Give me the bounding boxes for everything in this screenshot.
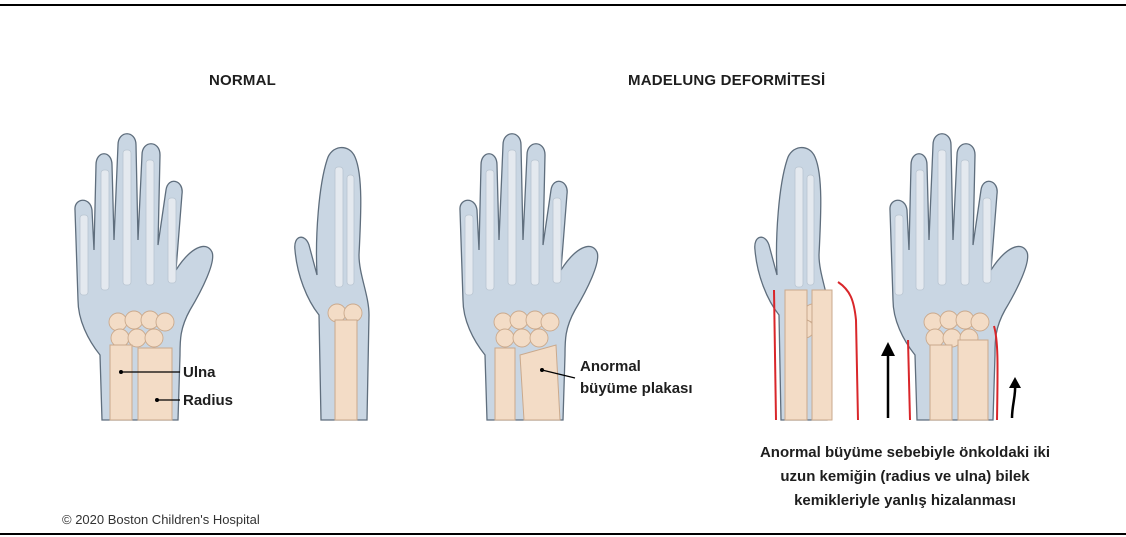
deformity-outline-right bbox=[838, 282, 858, 420]
label-growth-plate-1: Anormal bbox=[580, 358, 641, 376]
label-ulna: Ulna bbox=[183, 364, 216, 382]
heading-normal: NORMAL bbox=[209, 72, 276, 89]
madelung-front-hand bbox=[460, 134, 598, 420]
copyright-notice: © 2020 Boston Children's Hospital bbox=[62, 512, 260, 527]
deformity-caption: Anormal büyüme sebebiyle önkoldaki iki u… bbox=[715, 441, 1095, 513]
arrow-up-long bbox=[881, 342, 895, 418]
madelung-front-hand-2 bbox=[890, 134, 1028, 420]
madelung-side-hand bbox=[755, 148, 858, 420]
heading-madelung: MADELUNG DEFORMİTESİ bbox=[628, 72, 825, 89]
caption-line-1: Anormal büyüme sebebiyle önkoldaki iki bbox=[715, 441, 1095, 465]
arrow-up-curved bbox=[1009, 377, 1021, 418]
radius-bone bbox=[138, 348, 172, 420]
caption-line-3: kemikleriyle yanlış hizalanması bbox=[715, 489, 1095, 513]
normal-side-hand bbox=[295, 148, 369, 420]
label-radius: Radius bbox=[183, 392, 233, 410]
bottom-rule bbox=[0, 533, 1126, 535]
caption-line-2: uzun kemiğin (radius ve ulna) bilek bbox=[715, 465, 1095, 489]
label-growth-plate-2: büyüme plakası bbox=[580, 380, 693, 398]
abnormal-growth-plate bbox=[520, 345, 560, 420]
ulna-bone bbox=[110, 345, 132, 420]
